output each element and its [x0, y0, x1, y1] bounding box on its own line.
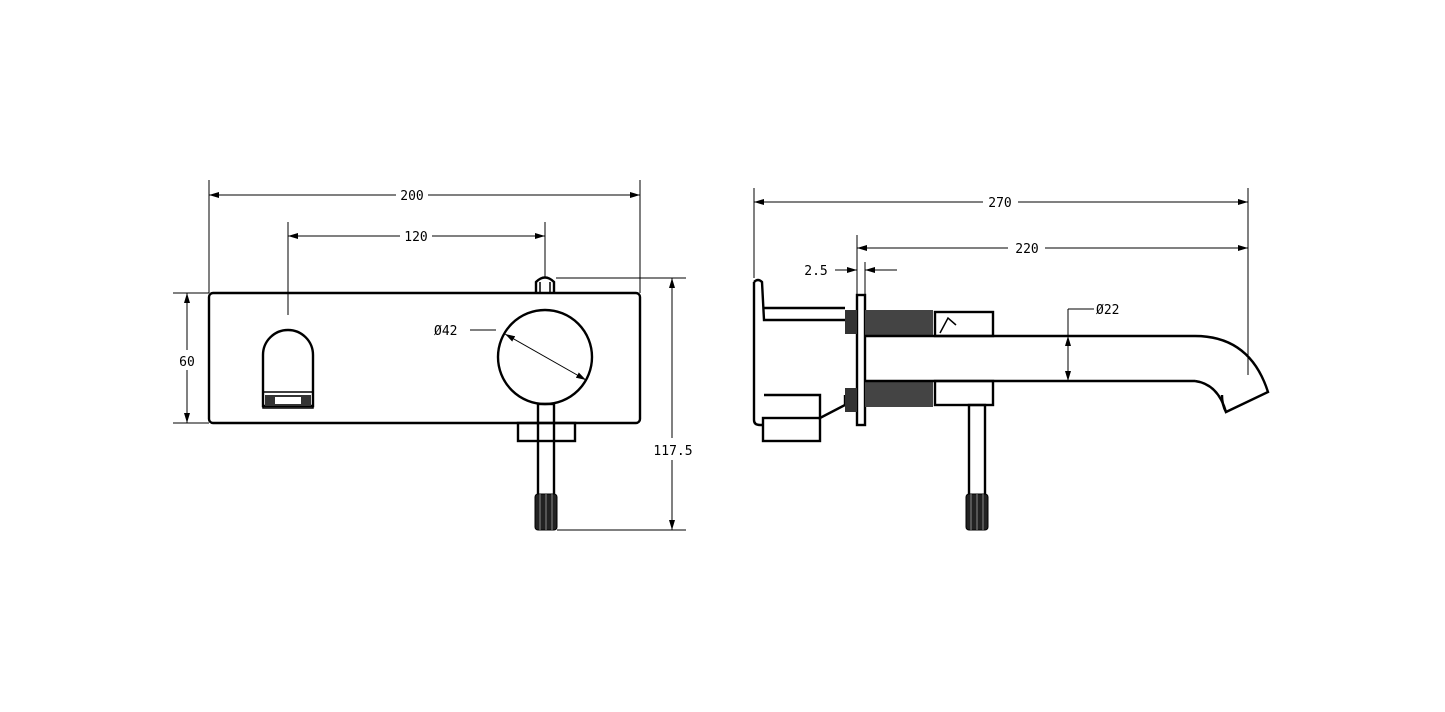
dimension-handle-diameter: Ø42: [434, 324, 587, 381]
dimension-plate: 2.5: [804, 262, 897, 295]
dimension-spout-reach: 220: [856, 235, 1248, 295]
side-lever: [965, 403, 989, 531]
top-cap: [534, 276, 556, 293]
dimension-width: 200: [208, 180, 641, 293]
dim-height-label: 60: [179, 355, 195, 370]
dim-handle-diameter-label: Ø42: [434, 324, 457, 339]
dim-plate-label: 2.5: [804, 264, 827, 279]
dimension-overall: 270: [753, 188, 1249, 375]
dimension-spout-diameter: Ø22: [1065, 303, 1119, 381]
dimension-depth: 117.5: [556, 277, 693, 531]
thread: [845, 310, 933, 412]
dim-spout-diameter-label: Ø22: [1096, 303, 1119, 318]
spout-outlet: [261, 328, 315, 409]
valve-block: [933, 310, 995, 407]
dimension-height: 60: [173, 292, 209, 424]
side-view: 270 220 2.5 Ø22: [752, 188, 1270, 531]
wall-plate: [207, 291, 642, 425]
dim-depth-label: 117.5: [653, 444, 692, 459]
dim-spacing-label: 120: [404, 230, 427, 245]
dimension-spacing: 120: [287, 222, 546, 315]
front-view: 200 120 60 117.5 Ø: [173, 180, 693, 531]
dim-overall-label: 270: [988, 196, 1011, 211]
wall-body: [752, 278, 847, 443]
dim-spout-reach-label: 220: [1015, 242, 1038, 257]
spout: [865, 334, 1270, 414]
lever: [516, 402, 577, 531]
dim-width-label: 200: [400, 189, 423, 204]
flange-plate: [855, 293, 867, 427]
